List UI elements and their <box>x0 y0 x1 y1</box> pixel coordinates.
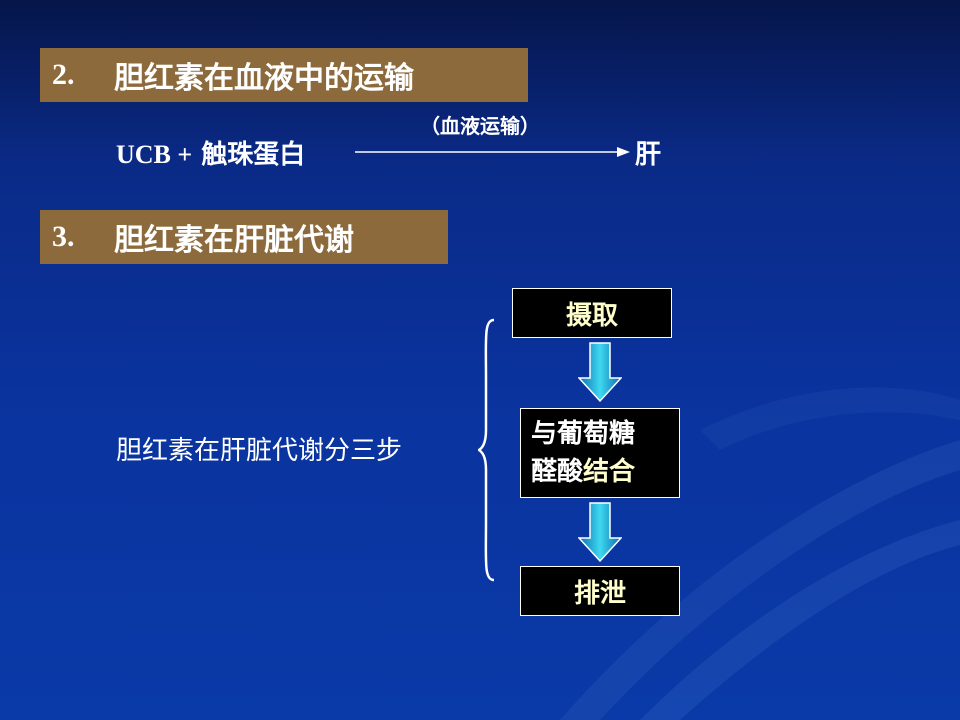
lead-text: 胆红素在肝脏代谢分三步 <box>116 436 403 466</box>
transport-arrow <box>355 147 630 157</box>
section-3-heading: 3. 胆红素在肝脏代谢 <box>40 210 448 264</box>
step-conjugation-line2-b: 结合 <box>583 457 636 487</box>
step-conjugation-line1: 与葡萄糖 <box>531 419 636 449</box>
step-conjugation-line2: 醛酸结合 <box>531 453 635 491</box>
step-excretion-box: 排泄 <box>520 566 680 616</box>
liver-target: 肝 <box>635 140 662 170</box>
step-conjugation-line2-a: 醛酸 <box>531 457 584 487</box>
section-2-title: 胆红素在血液中的运输 <box>114 61 414 96</box>
curly-brace <box>478 318 495 582</box>
ucb-label: UCB + <box>116 140 193 169</box>
ucb-binding-text: UCB + 触珠蛋白 <box>116 134 305 171</box>
step-uptake-label: 摄取 <box>565 300 618 331</box>
down-arrow-icon <box>578 502 622 562</box>
section-2-number: 2. <box>52 58 75 91</box>
section-2-heading: 2. 胆红素在血液中的运输 <box>40 48 528 102</box>
step-excretion-label: 排泄 <box>573 578 626 609</box>
section-3-title: 胆红素在肝脏代谢 <box>114 223 354 258</box>
carrier-protein-label: 触珠蛋白 <box>201 140 306 170</box>
arrow-label: （血液运输） <box>420 114 540 138</box>
step-uptake-box: 摄取 <box>512 288 672 338</box>
section-3-number: 3. <box>52 220 75 253</box>
step-conjugation-box: 与葡萄糖 醛酸结合 <box>520 408 680 498</box>
down-arrow-icon <box>578 342 622 402</box>
